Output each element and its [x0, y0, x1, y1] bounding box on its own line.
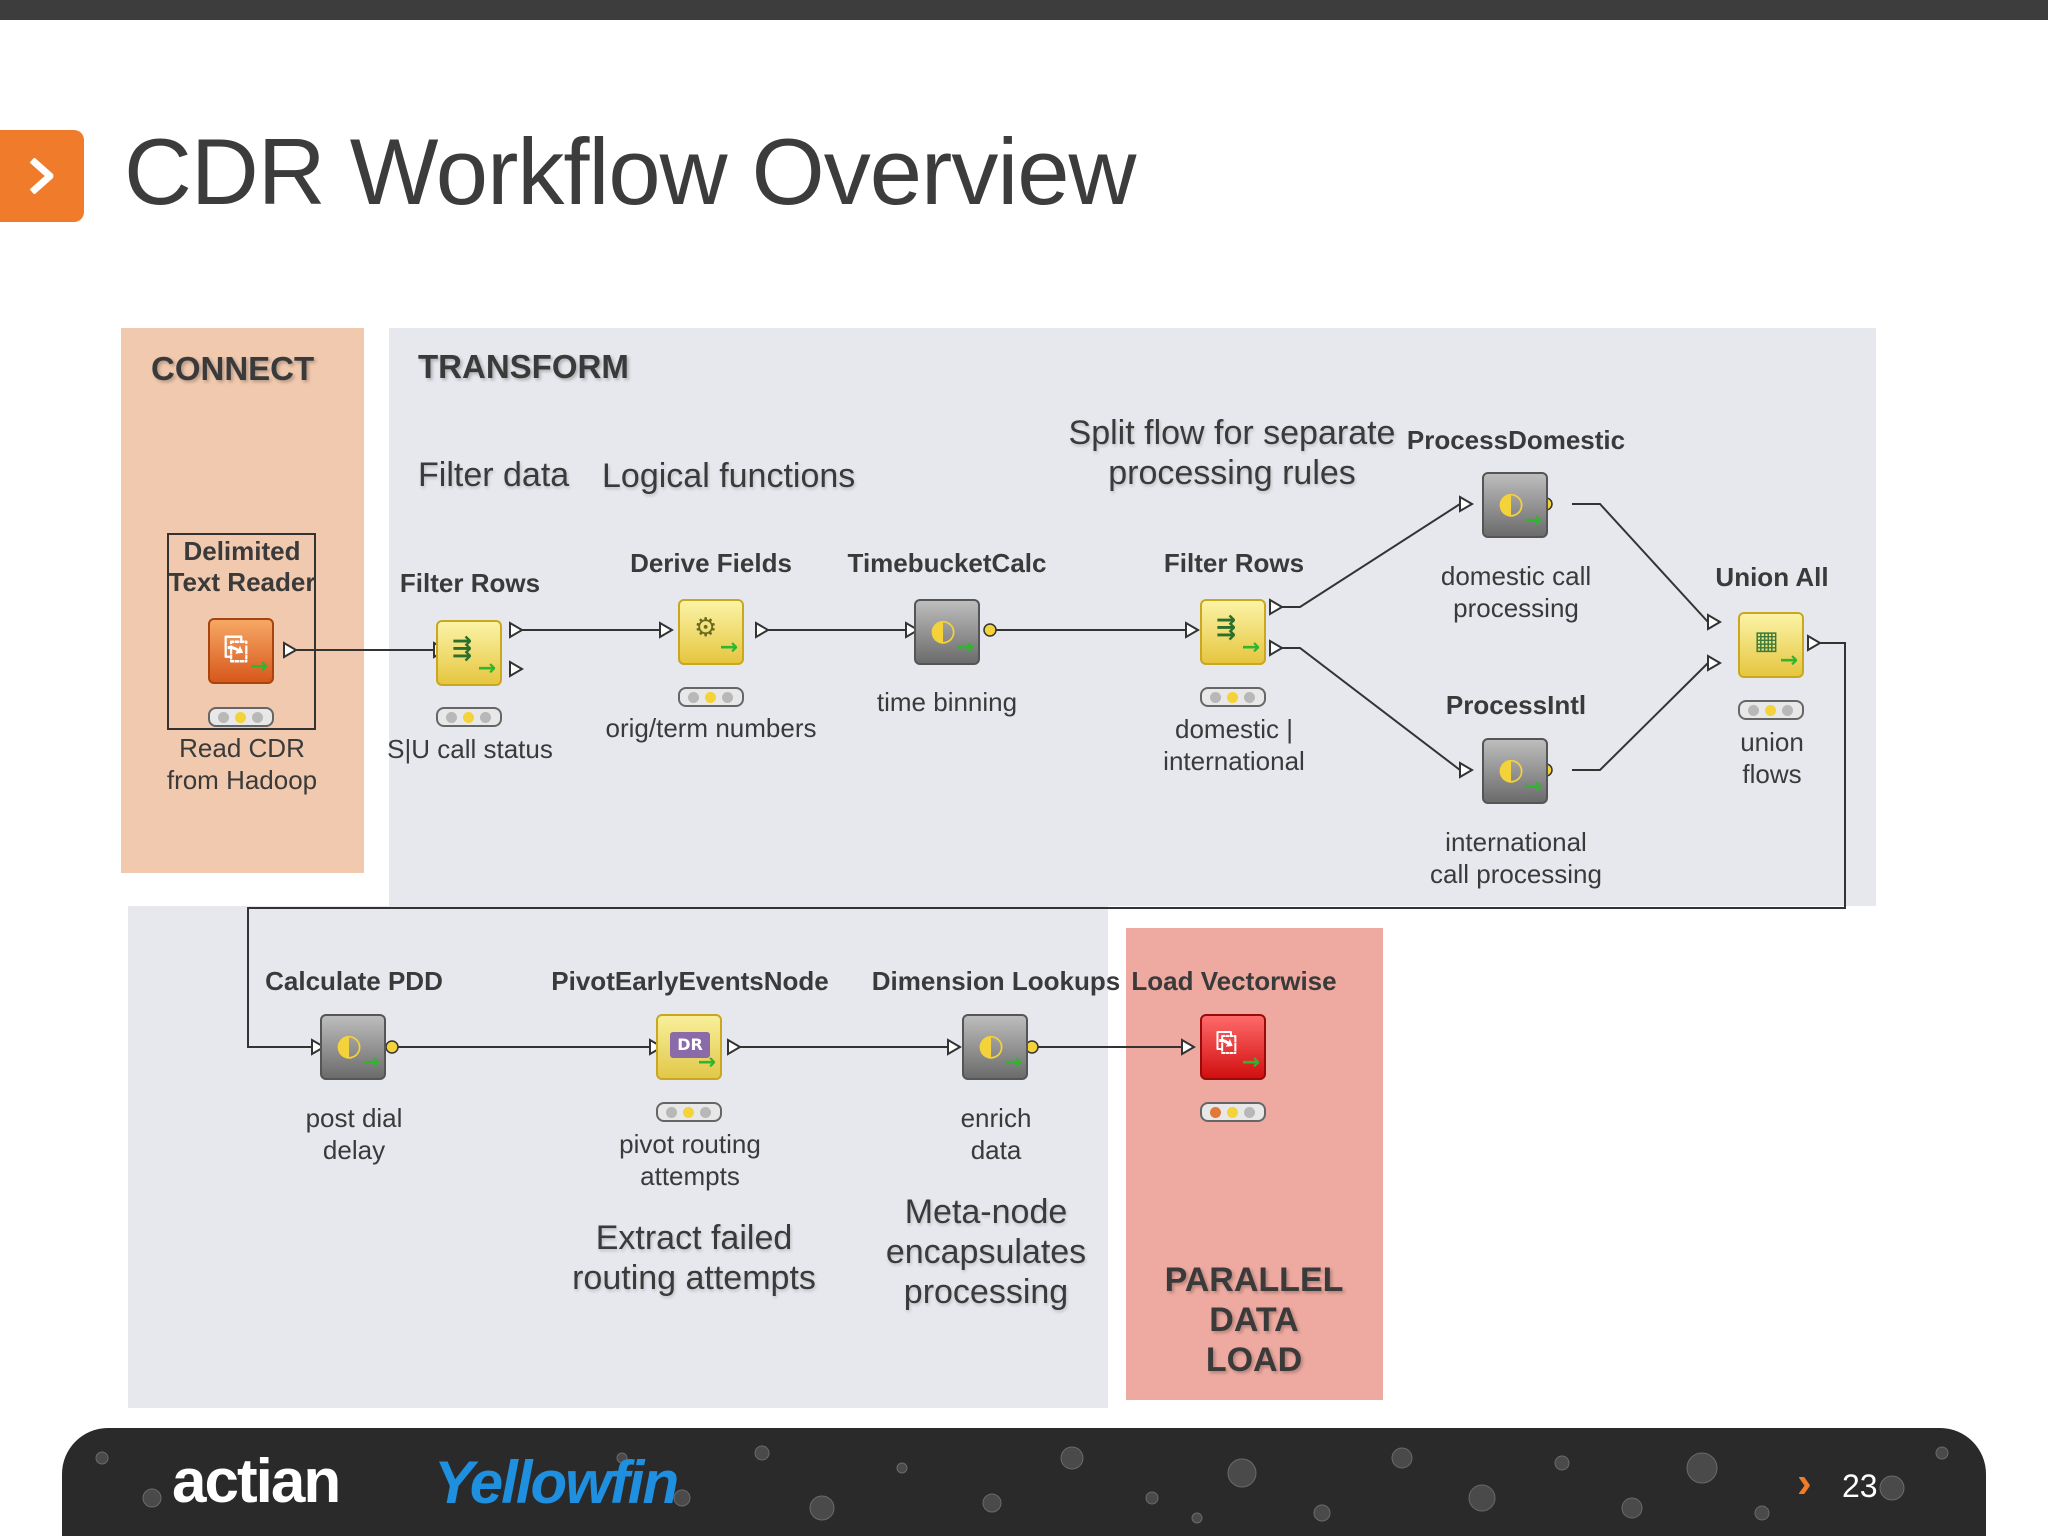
transform-region — [389, 328, 1876, 906]
exec-arrow-icon: → — [1523, 508, 1542, 533]
connect-region — [121, 328, 364, 873]
metanode-icon: ◐ — [978, 1028, 1005, 1063]
splitter-icon: ⇶ — [1216, 613, 1237, 641]
timebucket-node[interactable]: ◐→ — [914, 599, 980, 665]
load-vectorwise-status-lights — [1200, 1102, 1266, 1122]
timebucket-caption: time binning — [876, 687, 1018, 717]
yellowfin-logo: Yellowfin — [434, 1449, 679, 1516]
metanode-icon: ◐ — [1498, 486, 1525, 521]
exec-arrow-icon: → — [955, 635, 974, 660]
derive-fields-status-lights — [678, 687, 744, 707]
pivot-status-lights — [656, 1102, 722, 1122]
filter-rows-2-title: Filter Rows — [1163, 548, 1305, 578]
metanode-icon: ◐ — [1498, 752, 1525, 787]
extract-failed-annotation: Extract failed routing attempts — [572, 1219, 816, 1297]
filter-icon: ⇶ — [452, 634, 473, 662]
calculate-pdd-node[interactable]: ◐→ — [320, 1014, 386, 1080]
filter-rows-2-caption: domestic | international — [1163, 714, 1305, 776]
dimension-lookups-caption: enrich data — [960, 1103, 1032, 1165]
exec-arrow-icon: → — [477, 656, 496, 681]
calculate-pdd-title: Calculate PDD — [265, 966, 443, 996]
reader-status-lights — [208, 707, 274, 727]
exec-arrow-icon: → — [697, 1050, 716, 1075]
filter-rows-1-title: Filter Rows — [399, 568, 541, 598]
filter-rows-1-caption: S|U call status — [387, 734, 553, 764]
exec-arrow-icon: → — [719, 635, 738, 660]
filter-data-annotation: Filter data — [418, 456, 570, 494]
process-domestic-caption: domestic call processing — [1440, 561, 1592, 623]
filter-rows-2-status-lights — [1200, 687, 1266, 707]
pivot-icon: DR — [670, 1032, 710, 1058]
pivot-node[interactable]: DR→ — [656, 1014, 722, 1080]
dimension-lookups-title: Dimension Lookups — [871, 966, 1121, 996]
exec-arrow-icon: → — [1003, 1050, 1022, 1075]
reader-node-title: Delimited Text Reader — [168, 536, 316, 597]
title-chevron-icon — [0, 130, 84, 222]
file-reader-icon: ⎘ — [224, 632, 248, 667]
process-intl-caption: international call processing — [1430, 827, 1602, 889]
union-all-caption: union flows — [1740, 727, 1804, 789]
logical-functions-annotation: Logical functions — [602, 457, 856, 495]
top-bar — [0, 0, 2048, 20]
split-flow-annotation: Split flow for separate processing rules — [1068, 414, 1396, 492]
dimension-lookups-node[interactable]: ◐→ — [962, 1014, 1028, 1080]
meta-node-annotation: Meta-node encapsulates processing — [885, 1193, 1087, 1311]
derive-fields-caption: orig/term numbers — [605, 713, 817, 743]
footer-bar: actian Yellowfin › 23 — [62, 1428, 1986, 1536]
exec-arrow-icon: → — [361, 1050, 380, 1075]
filter-rows-2-node[interactable]: ⇶→ — [1200, 599, 1266, 665]
derive-fields-node[interactable]: ⚙→ — [678, 599, 744, 665]
union-all-node[interactable]: ▦→ — [1738, 612, 1804, 678]
exec-arrow-icon: → — [1241, 635, 1260, 660]
process-domestic-title: ProcessDomestic — [1406, 425, 1626, 455]
water-drops-texture — [95, 1445, 1949, 1524]
exec-arrow-icon: → — [249, 654, 268, 679]
process-intl-title: ProcessIntl — [1445, 690, 1587, 720]
derive-fields-title: Derive Fields — [630, 548, 792, 578]
slide-title: CDR Workflow Overview — [124, 119, 1136, 224]
gear-icon: ⚙ — [694, 613, 718, 643]
load-vectorwise-title: Load Vectorwise — [1131, 966, 1337, 996]
exec-arrow-icon: → — [1523, 774, 1542, 799]
pivot-caption: pivot routing attempts — [619, 1129, 761, 1191]
union-all-status-lights — [1738, 700, 1804, 720]
metanode-icon: ◐ — [336, 1028, 363, 1063]
union-icon: ▦ — [1754, 626, 1779, 656]
delimited-text-reader-node[interactable]: ⎘→ — [208, 618, 274, 684]
filter-rows-1-status-lights — [436, 707, 502, 727]
transform-lower-region — [128, 906, 1108, 1408]
filter-rows-1-node[interactable]: ⇶→ — [436, 620, 502, 686]
connect-label: CONNECT — [151, 350, 315, 387]
metanode-icon: ◐ — [930, 613, 957, 648]
page-chevron-icon: › — [1797, 1458, 1812, 1507]
process-domestic-node[interactable]: ◐→ — [1482, 472, 1548, 538]
parallel-load-region — [1126, 928, 1383, 1400]
exec-arrow-icon: → — [1779, 648, 1798, 673]
pivot-title: PivotEarlyEventsNode — [551, 966, 829, 996]
union-all-title: Union All — [1715, 562, 1829, 592]
database-writer-icon: ⎘ — [1216, 1028, 1237, 1058]
page-number: 23 — [1842, 1468, 1878, 1504]
reader-node-caption: Read CDR from Hadoop — [166, 733, 318, 795]
actian-logo: actian — [172, 1447, 341, 1516]
timebucket-title: TimebucketCalc — [847, 548, 1047, 578]
transform-label: TRANSFORM — [418, 348, 629, 385]
calculate-pdd-caption: post dial delay — [305, 1103, 403, 1165]
reader-node-frame — [167, 533, 316, 730]
load-vectorwise-node[interactable]: ⎘→ — [1200, 1014, 1266, 1080]
process-intl-node[interactable]: ◐→ — [1482, 738, 1548, 804]
exec-arrow-icon: → — [1241, 1050, 1260, 1075]
